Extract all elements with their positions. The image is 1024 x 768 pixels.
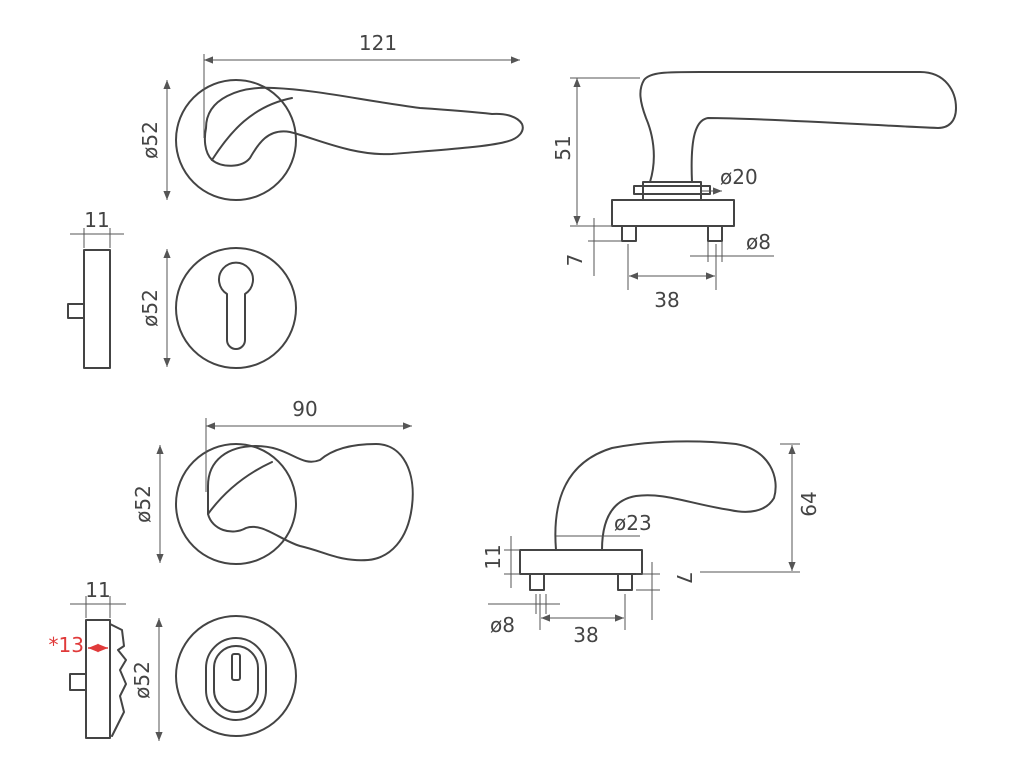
base-plate-2 — [519, 549, 643, 575]
base-thickness-label-2: 11 — [481, 544, 505, 569]
privacy-escutcheon-views: 11 *13 ø52 — [49, 578, 297, 741]
pin-spacing-label-2: 38 — [573, 623, 598, 647]
privacy-front-circle — [175, 615, 297, 737]
rose-circle-2 — [175, 443, 297, 565]
neck-diameter-label: ø20 — [720, 165, 758, 189]
lever-2-outline — [207, 443, 414, 562]
lever-2-side-view: ø23 64 11 7 ø8 38 — [481, 440, 821, 647]
privacy-thickness-label: 11 — [85, 578, 110, 602]
pin-right-2 — [617, 573, 633, 591]
collar-ring — [633, 185, 711, 195]
pin-height-label: 7 — [672, 572, 696, 585]
pin-right — [707, 225, 723, 242]
diameter-label: ø52 — [138, 121, 162, 159]
pin-left — [621, 225, 637, 242]
pin-diameter-label-2: ø8 — [490, 613, 515, 637]
length-label: 121 — [359, 31, 397, 55]
diameter-label-2: ø52 — [131, 485, 155, 523]
pin-left-2 — [529, 573, 545, 591]
lever-2-collar — [207, 461, 273, 515]
lever-2-top-view: 90 ø52 — [131, 397, 414, 565]
privacy-diameter-label: ø52 — [130, 661, 154, 699]
escutcheon-side-plate — [83, 249, 111, 369]
collar — [642, 181, 702, 201]
lever-1-side-view: 51 ø20 7 ø8 38 — [551, 71, 957, 312]
height-label: 51 — [551, 135, 575, 160]
lever-1-outline — [203, 86, 524, 167]
pin-spacing-label: 38 — [654, 288, 679, 312]
keyhole-profile-cylinder — [218, 261, 254, 350]
length-label-2: 90 — [292, 397, 317, 421]
front-diameter-label: ø52 — [138, 289, 162, 327]
lever-1-collar — [211, 97, 293, 161]
privacy-turn-slot — [231, 653, 241, 681]
base-plate — [611, 199, 735, 227]
rose-circle — [175, 79, 297, 201]
escutcheon-side-pin — [67, 303, 85, 319]
privacy-front-oval-inner — [213, 645, 259, 713]
privacy-side-extension — [109, 623, 127, 737]
pin-diameter-label: ø8 — [746, 230, 771, 254]
base-thickness-label: 7 — [563, 254, 587, 267]
privacy-side-pin — [69, 673, 87, 691]
lever-2-side-outline — [554, 440, 777, 551]
height-label-2: 64 — [797, 491, 821, 516]
thickness-label: 11 — [84, 208, 109, 232]
privacy-side-plate — [85, 619, 111, 739]
key-escutcheon-views: 11 ø52 — [67, 208, 297, 369]
neck-diameter-label-2: ø23 — [614, 511, 652, 535]
privacy-front-oval-outer — [205, 637, 267, 721]
lever-1-top-view: 121 ø52 — [138, 31, 524, 201]
extra-thickness-label: *13 — [49, 633, 84, 657]
lever-1-side-outline — [639, 71, 957, 183]
escutcheon-front-circle — [175, 247, 297, 369]
